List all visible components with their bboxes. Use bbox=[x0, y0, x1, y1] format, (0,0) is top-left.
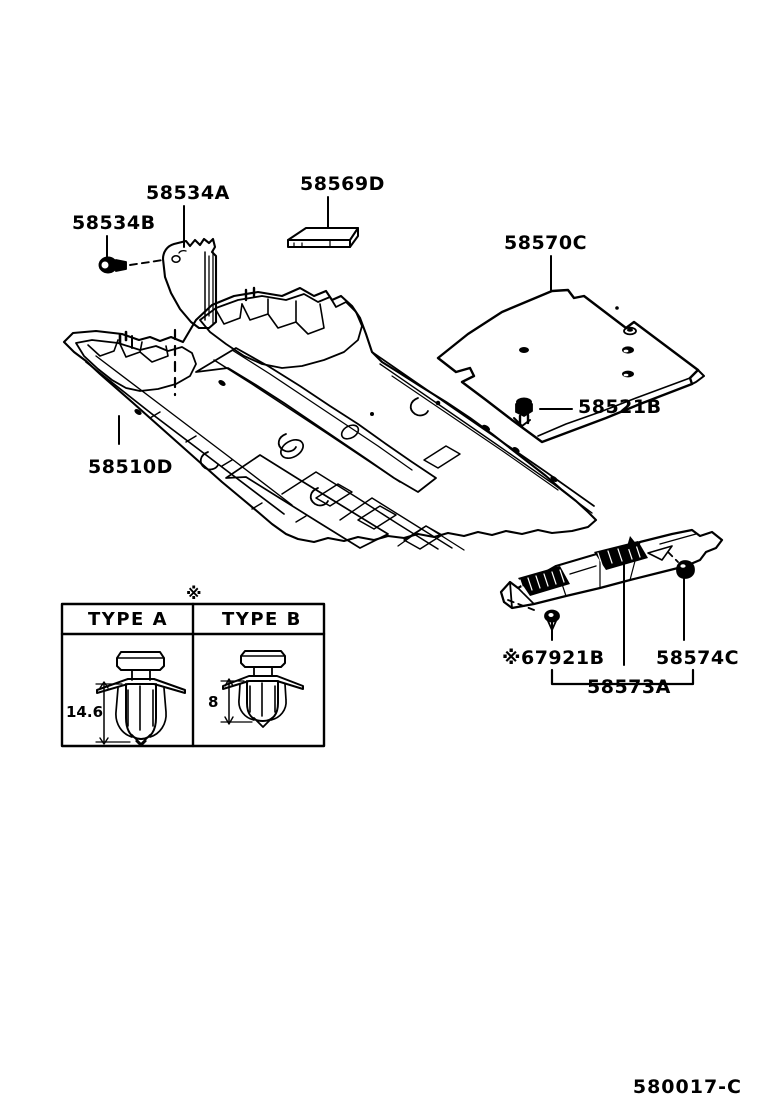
type-b-clip-drawing bbox=[220, 650, 304, 728]
type-b-header: TYPE B bbox=[222, 609, 302, 630]
type-a-header: TYPE A bbox=[88, 609, 168, 630]
asterisk-mark-67921b: ※ bbox=[502, 647, 521, 669]
part-label-58570c[interactable]: 58570C bbox=[504, 232, 588, 254]
type-a-dimension: 14.6 bbox=[66, 703, 104, 721]
part-label-58534a[interactable]: 58534A bbox=[146, 182, 230, 204]
assembly-dash-58534b bbox=[129, 259, 164, 266]
part-label-58534b[interactable]: 58534B bbox=[72, 212, 156, 234]
part-icon-58534b bbox=[98, 256, 127, 274]
type-table-asterisk: ※ bbox=[186, 584, 202, 603]
part-label-58573a[interactable]: 58573A bbox=[587, 676, 671, 698]
leader-lines bbox=[106, 196, 685, 666]
type-b-dimension: 8 bbox=[208, 693, 219, 711]
part-icon-58574c bbox=[676, 560, 695, 579]
part-number-67921b: 67921B bbox=[520, 647, 605, 669]
part-icon-58569d bbox=[287, 227, 359, 248]
part-icon-58521b bbox=[513, 397, 533, 427]
part-label-58521b[interactable]: 58521B bbox=[578, 396, 662, 418]
part-icon-58510d bbox=[62, 286, 598, 551]
drawing-number: 580017-C bbox=[632, 1076, 742, 1098]
bracket-58573a bbox=[550, 668, 695, 686]
type-table-frame bbox=[60, 602, 326, 748]
part-icon-67921b bbox=[544, 609, 560, 631]
part-label-58574c[interactable]: 58574C bbox=[656, 647, 740, 669]
assembly-dash-67921b bbox=[507, 599, 535, 611]
part-icon-58570c bbox=[436, 288, 705, 444]
assembly-dash-58574c bbox=[667, 551, 679, 563]
part-label-67921b[interactable]: ※67921B bbox=[502, 649, 605, 668]
part-icon-58573a bbox=[499, 528, 724, 610]
part-label-58510d[interactable]: 58510D bbox=[88, 456, 173, 478]
part-label-58569d[interactable]: 58569D bbox=[300, 173, 385, 195]
part-icon-58534a bbox=[161, 237, 218, 330]
type-a-clip-drawing bbox=[95, 651, 186, 747]
